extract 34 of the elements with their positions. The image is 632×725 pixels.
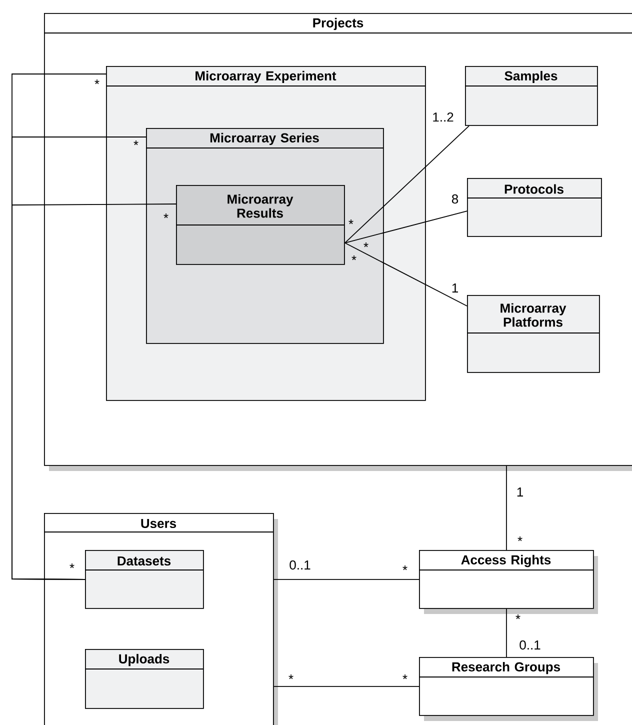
- multiplicity-label: *: [288, 674, 294, 680]
- class-box: Samples: [464, 66, 598, 126]
- multiplicity-label: *: [70, 564, 74, 568]
- multiplicity-label: 1: [452, 284, 458, 292]
- multiplicity-label: 8: [452, 194, 458, 204]
- class-box: Microarray Results: [176, 185, 345, 265]
- multiplicity-label: *: [352, 256, 356, 260]
- multiplicity-label: *: [94, 80, 100, 84]
- multiplicity-label: *: [516, 614, 520, 620]
- multiplicity-label: *: [518, 536, 522, 542]
- connector-line: [506, 608, 507, 658]
- connector-line: [344, 242, 468, 306]
- class-box: Research Groups: [418, 657, 598, 721]
- multiplicity-label: *: [402, 674, 408, 680]
- multiplicity-label: *: [164, 214, 168, 218]
- connector-line: [273, 686, 420, 687]
- multiplicity-label: 0..1: [290, 560, 310, 570]
- connector-line: [12, 204, 176, 580]
- connector-line: [273, 579, 420, 580]
- multiplicity-label: *: [348, 220, 354, 224]
- multiplicity-label: *: [364, 242, 368, 248]
- connector-line: [344, 210, 468, 244]
- multiplicity-label: 1: [517, 488, 523, 496]
- multiplicity-label: 0..1: [520, 640, 540, 650]
- connector-line: [506, 465, 507, 550]
- class-box: Protocols: [466, 178, 602, 237]
- class-box: Access Rights: [418, 550, 598, 614]
- class-box: Datasets: [84, 550, 204, 609]
- class-box: Microarray Platforms: [466, 295, 600, 373]
- multiplicity-label: 1..2: [433, 112, 454, 122]
- multiplicity-label: *: [402, 566, 408, 570]
- connector-line: [344, 125, 470, 244]
- class-box: Uploads: [84, 649, 204, 709]
- multiplicity-label: *: [134, 140, 138, 146]
